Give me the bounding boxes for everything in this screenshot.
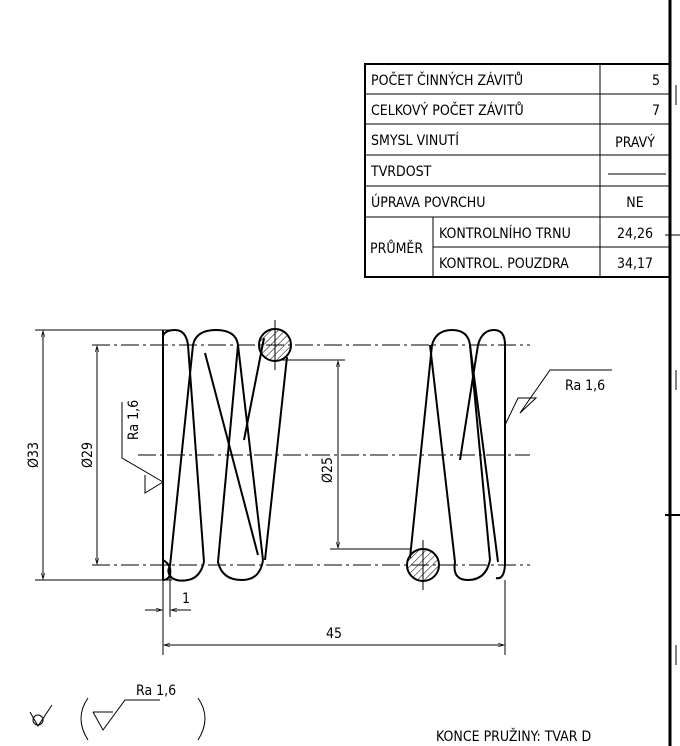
wire-section — [406, 548, 440, 582]
general-roughness-symbol: Ra 1,6 — [29, 683, 206, 741]
row-value: 24,26 — [617, 226, 653, 242]
dim-text: 1 — [182, 591, 190, 607]
drawing-frame — [665, 0, 680, 746]
dimension-mean: Ø29 — [80, 344, 100, 566]
group-label: PRŮMĚR — [370, 239, 423, 257]
roughness-text: Ra 1,6 — [565, 378, 605, 394]
roughness-symbol-right: Ra 1,6 — [504, 369, 612, 426]
row-value: 5 — [652, 73, 660, 89]
row-value: NE — [626, 195, 643, 211]
wire-section — [258, 328, 292, 362]
dim-text: Ø25 — [320, 457, 336, 483]
row-label: KONTROLNÍHO TRNU — [439, 225, 571, 242]
roughness-text: Ra 1,6 — [126, 400, 142, 440]
row-label: SMYSL VINUTÍ — [371, 132, 459, 149]
dim-text: Ø29 — [80, 442, 96, 468]
dimension-length: 45 — [162, 580, 506, 655]
row-value: 7 — [652, 103, 660, 119]
spring-parameters-table: POČET ČINNÝCH ZÁVITŮ 5 CELKOVÝ POČET ZÁV… — [364, 63, 671, 278]
row-value: PRAVÝ — [615, 134, 655, 151]
dimension-inner: Ø25 — [282, 359, 410, 550]
roughness-text: Ra 1,6 — [136, 683, 176, 699]
spring-ends-note: KONCE PRUŽINY: TVAR D — [436, 727, 591, 745]
row-label: ÚPRAVA POVRCHU — [371, 193, 485, 211]
dimension-outer: Ø33 — [26, 329, 175, 581]
dimension-end-gap: 1 — [145, 566, 191, 655]
spring-coils — [162, 328, 506, 582]
row-label: TVRDOST — [370, 164, 432, 180]
row-label: KONTROL. POUZDRA — [439, 256, 569, 272]
row-label: CELKOVÝ POČET ZÁVITŮ — [371, 101, 524, 119]
row-value: 34,17 — [617, 256, 653, 272]
dim-text: 45 — [326, 626, 342, 642]
roughness-symbol-left: Ra 1,6 — [121, 400, 164, 494]
row-label: POČET ČINNÝCH ZÁVITŮ — [371, 71, 523, 89]
dim-text: Ø33 — [26, 442, 42, 468]
